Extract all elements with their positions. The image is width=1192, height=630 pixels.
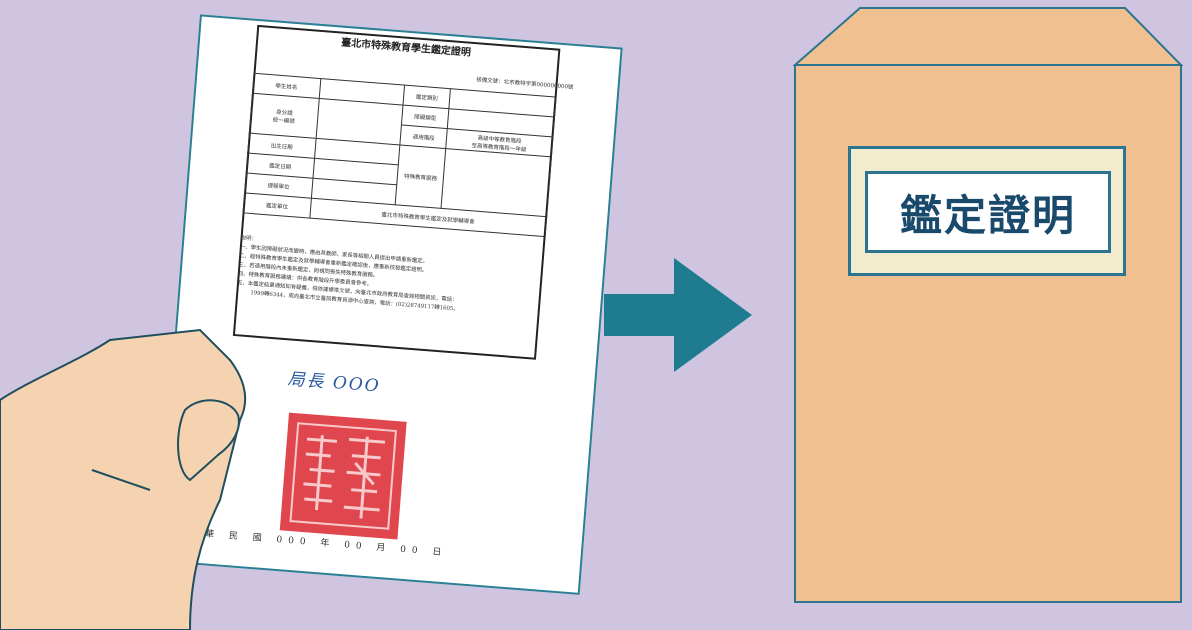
certificate-document: 臺北市特殊教育學生鑑定證明 核備文號：北市教特字第000000000號 學生姓名…	[156, 14, 623, 595]
envelope-label: 鑑定證明	[848, 146, 1126, 276]
seal-pattern-icon	[289, 422, 397, 530]
envelope-label-text: 鑑定證明	[865, 171, 1111, 253]
right-arrow-icon	[604, 258, 752, 372]
official-seal-stamp	[279, 412, 407, 540]
hand-thumb	[177, 399, 240, 482]
